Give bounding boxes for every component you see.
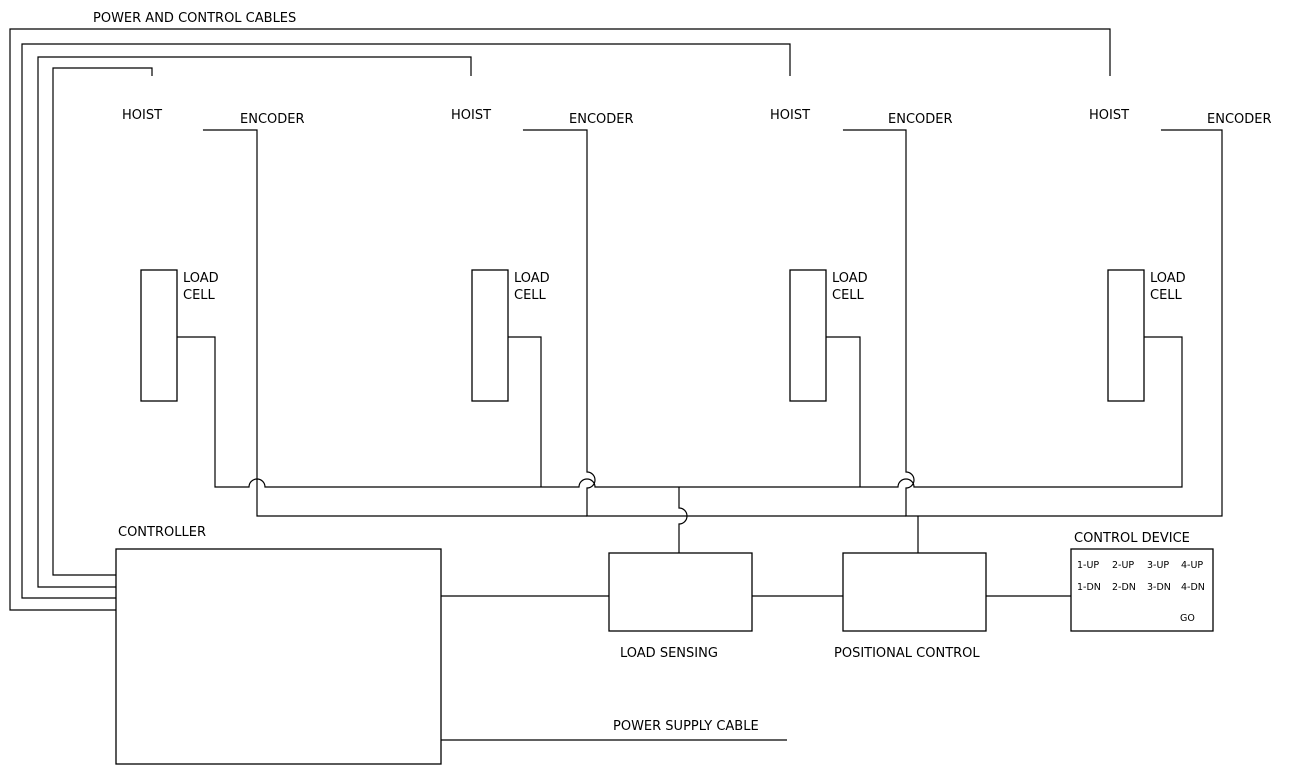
load-cell — [1107, 269, 1145, 402]
hoist-unit-3: HOIST ENCODER LOAD CELL — [713, 85, 953, 402]
button-1-up[interactable]: 1-UP — [1077, 560, 1099, 571]
controller-links — [441, 595, 1071, 741]
load-sensing-block: LOAD SENSING — [608, 552, 753, 661]
encoder-wires — [175, 129, 1223, 553]
control-device-block: CONTROL DEVICE 1-UP 2-UP 3-UP 4-UP 1-DN … — [1070, 531, 1214, 632]
hoist-label: HOIST — [1089, 108, 1129, 123]
button-3-dn[interactable]: 3-DN — [1147, 582, 1171, 593]
button-1-dn[interactable]: 1-DN — [1077, 582, 1101, 593]
load-cell-wires — [177, 336, 1183, 553]
controller-box — [115, 548, 442, 765]
button-3-up[interactable]: 3-UP — [1147, 560, 1169, 571]
positional-control-label: POSITIONAL CONTROL — [834, 646, 980, 661]
load-cell-label: LOAD — [832, 271, 868, 286]
load-cell-label: LOAD — [514, 271, 550, 286]
hoist-label: HOIST — [122, 108, 162, 123]
controller-label: CONTROLLER — [118, 525, 206, 540]
button-2-up[interactable]: 2-UP — [1112, 560, 1134, 571]
load-cell — [140, 269, 178, 402]
hoist-unit-1: HOIST ENCODER LOAD CELL — [73, 85, 305, 402]
load-cell-label: CELL — [183, 288, 216, 303]
controller-block: CONTROLLER — [115, 525, 442, 765]
load-cell — [471, 269, 509, 402]
control-device-box — [1070, 548, 1214, 632]
load-cell-label: LOAD — [1150, 271, 1186, 286]
power-control-cables — [9, 28, 1111, 611]
button-4-up[interactable]: 4-UP — [1181, 560, 1203, 571]
load-cell-label: CELL — [832, 288, 865, 303]
positional-control-box — [842, 552, 987, 632]
button-4-dn[interactable]: 4-DN — [1181, 582, 1205, 593]
load-cell-label: CELL — [514, 288, 547, 303]
load-cell-label: LOAD — [183, 271, 219, 286]
hoist-unit-2: HOIST ENCODER LOAD CELL — [393, 85, 634, 402]
hoist-unit-4: HOIST ENCODER LOAD CELL — [1031, 85, 1272, 402]
diagram-title: POWER AND CONTROL CABLES — [93, 11, 296, 26]
hoist-label: HOIST — [451, 108, 491, 123]
button-2-dn[interactable]: 2-DN — [1112, 582, 1136, 593]
button-go[interactable]: GO — [1180, 613, 1195, 624]
load-cell — [789, 269, 827, 402]
hoist-label: HOIST — [770, 108, 810, 123]
encoder-label: ENCODER — [888, 112, 953, 127]
power-supply-label: POWER SUPPLY CABLE — [613, 719, 759, 734]
encoder-label: ENCODER — [1207, 112, 1272, 127]
load-sensing-box — [608, 552, 753, 632]
load-sensing-label: LOAD SENSING — [620, 646, 718, 661]
load-cell-label: CELL — [1150, 288, 1183, 303]
encoder-label: ENCODER — [569, 112, 634, 127]
encoder-label: ENCODER — [240, 112, 305, 127]
positional-control-block: POSITIONAL CONTROL — [834, 552, 987, 661]
control-device-title: CONTROL DEVICE — [1074, 531, 1190, 546]
